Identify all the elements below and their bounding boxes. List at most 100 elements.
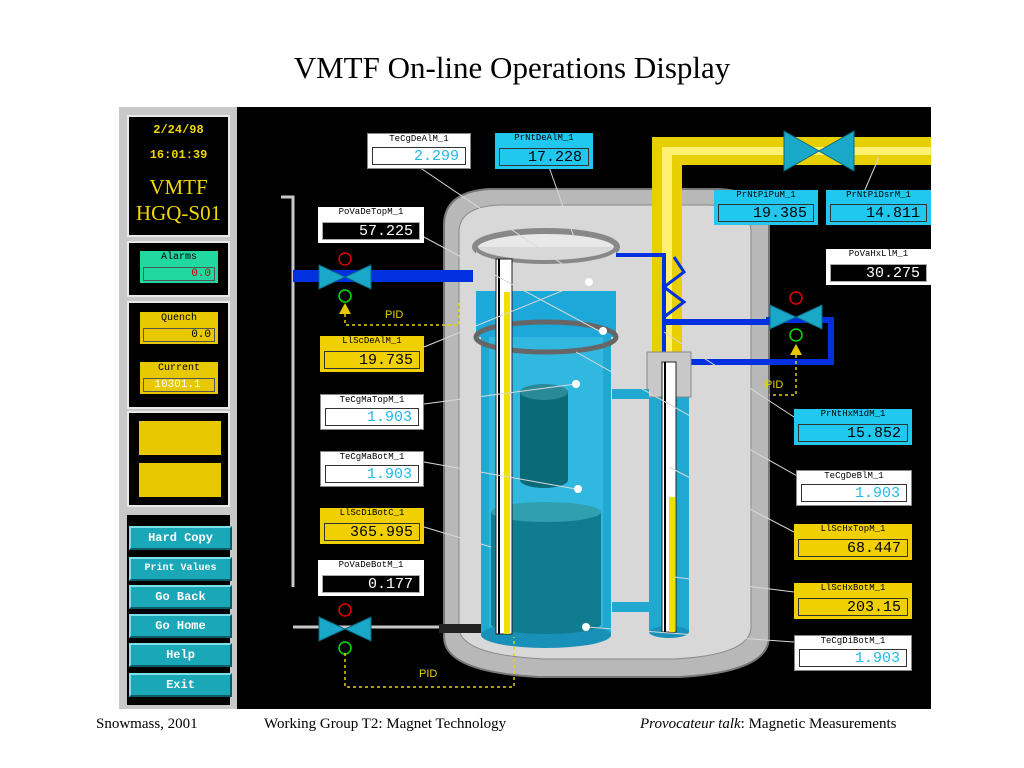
readout-TeCgDeBlM_1[interactable]: TeCgDeBlM_1 1.903	[796, 470, 912, 506]
readout-value: 30.275	[830, 264, 927, 282]
footer-working-group: Working Group T2: Magnet Technology	[264, 716, 507, 732]
readout-TeCgMaTopM_1[interactable]: TeCgMaTopM_1 1.903	[320, 394, 424, 430]
readout-value: 365.995	[324, 523, 420, 541]
magnet-name: HGQ-S01	[135, 201, 222, 225]
pid-label-right: PID	[765, 379, 784, 391]
left-control-panel: 2/24/98 16:01:39 VMTF HGQ-S01 Alarms 0.0…	[119, 107, 237, 709]
current-label: Current	[157, 363, 200, 374]
vent-valve[interactable]	[783, 130, 855, 172]
hard-copy-button[interactable]: Hard Copy	[129, 526, 232, 550]
readout-value: 14.811	[830, 204, 927, 222]
readout-label: TeCgMaBotM_1	[339, 452, 405, 462]
readout-value: 57.225	[322, 222, 420, 240]
hx-coil	[661, 256, 687, 319]
hx-valve[interactable]	[769, 291, 823, 355]
quench-current-block: Quench 0.0 Current 10301.1	[127, 301, 230, 409]
time-display: 16:01:39	[149, 148, 208, 162]
readout-LlScDeAlM_1[interactable]: LlScDeAlM_1 19.735	[320, 336, 424, 372]
readout-label: PoVaHxLlM_1	[848, 249, 909, 259]
readout-value: 68.447	[798, 539, 908, 557]
pid-loop-right	[769, 355, 797, 396]
readout-LlScDiBotC_1[interactable]: LlScDiBotC_1 365.995	[320, 508, 424, 544]
alarms-label: Alarms	[160, 252, 197, 263]
alarms-indicator[interactable]: Alarms 0.0	[139, 250, 219, 284]
readout-value: 1.903	[799, 649, 907, 667]
readout-label: TeCgMaTopM_1	[339, 395, 405, 405]
exit-button[interactable]: Exit	[129, 673, 232, 697]
footer-talk-topic: : Magnetic Measurements	[740, 716, 897, 732]
readout-label: LlScHxBotM_1	[820, 583, 886, 593]
readout-LlScHxBotM_1[interactable]: LlScHxBotM_1 203.15	[794, 583, 912, 619]
footer-talk: Provocateur talk: Magnetic Measurements	[640, 716, 896, 733]
readout-value: 15.852	[798, 424, 908, 442]
slide-title: VMTF On-line Operations Display	[293, 50, 731, 85]
system-name: VMTF	[149, 175, 208, 199]
hx-return-line	[664, 317, 834, 365]
quench-label: Quench	[160, 313, 197, 324]
readout-value: 203.15	[798, 598, 908, 616]
bottom-drain-pipe	[439, 624, 485, 633]
sensor-points	[572, 278, 607, 631]
spare-indicators-block	[127, 411, 230, 507]
readout-label: TeCgDeBlM_1	[824, 471, 884, 481]
readout-PrNtPiDsrM_1[interactable]: PrNtPiDsrM_1 14.811	[826, 190, 931, 225]
readout-PrNtDeAlM_1[interactable]: PrNtDeAlM_1 17.228	[495, 133, 593, 169]
readout-value: 17.228	[499, 148, 589, 166]
readout-value: 19.735	[324, 351, 420, 369]
top-fill-valve[interactable]	[318, 252, 372, 314]
operations-display: 2/24/98 16:01:39 VMTF HGQ-S01 Alarms 0.0…	[119, 107, 931, 709]
quench-indicator[interactable]: Quench 0.0	[139, 311, 219, 345]
spare-indicator-2	[139, 463, 221, 497]
readout-value: 1.903	[325, 465, 419, 483]
readout-label: PoVaDeBotM_1	[338, 560, 404, 570]
readout-label: LlScDiBotC_1	[339, 508, 405, 518]
process-schematic	[281, 130, 931, 688]
bottom-drain-valve[interactable]	[318, 603, 372, 655]
info-block: 2/24/98 16:01:39 VMTF HGQ-S01	[127, 115, 230, 237]
readout-label: PoVaDeTopM_1	[338, 207, 404, 217]
spare-indicator-1	[139, 421, 221, 455]
pid-loop-top	[344, 302, 460, 326]
dewar-level-gauge	[495, 258, 513, 635]
print-values-button[interactable]: Print Values	[129, 557, 232, 581]
sensor-leader-lines	[408, 156, 880, 643]
readout-label: TeCgDiBotM_1	[820, 636, 886, 646]
current-indicator[interactable]: Current 10301.1	[139, 361, 219, 395]
readout-value: 1.903	[801, 484, 907, 502]
readout-TeCgDeAlM_1[interactable]: TeCgDeAlM_1 2.299	[367, 133, 471, 169]
help-button[interactable]: Help	[129, 643, 232, 667]
date-display: 2/24/98	[153, 123, 204, 137]
readout-LlScHxTopM_1[interactable]: LlScHxTopM_1 68.447	[794, 524, 912, 560]
readout-value: 1.903	[325, 408, 419, 426]
quench-value: 0.0	[143, 328, 215, 342]
readout-label: LlScHxTopM_1	[820, 524, 886, 534]
alarms-block: Alarms 0.0	[127, 241, 230, 297]
readout-PoVaDeTopM_1[interactable]: PoVaDeTopM_1 57.225	[318, 207, 424, 243]
readout-TeCgDiBotM_1[interactable]: TeCgDiBotM_1 1.903	[794, 635, 912, 671]
left-return-line	[281, 195, 295, 587]
go-home-button[interactable]: Go Home	[129, 614, 232, 638]
readout-PoVaDeBotM_1[interactable]: PoVaDeBotM_1 0.177	[318, 560, 424, 596]
readout-value: 19.385	[718, 204, 814, 222]
hx-vessel	[612, 351, 692, 638]
readout-label: LlScDeAlM_1	[342, 336, 402, 346]
readout-PrNtPiPuM_1[interactable]: PrNtPiPuM_1 19.385	[714, 190, 818, 225]
readout-PrNtHxMidM_1[interactable]: PrNtHxMidM_1 15.852	[794, 409, 912, 445]
footer-venue: Snowmass, 2001	[96, 716, 198, 732]
pid-loop-bottom	[344, 637, 515, 688]
readout-label: PrNtHxMidM_1	[820, 409, 886, 419]
current-value: 10301.1	[143, 378, 215, 392]
pid-label-top: PID	[385, 309, 404, 321]
readout-label: PrNtPiDsrM_1	[846, 190, 911, 200]
readout-label: PrNtDeAlM_1	[514, 133, 574, 143]
readout-value: 0.177	[322, 575, 420, 593]
readout-label: TeCgDeAlM_1	[389, 134, 449, 144]
readout-label: PrNtPiPuM_1	[736, 190, 796, 200]
go-back-button[interactable]: Go Back	[129, 585, 232, 609]
footer-talk-type: Provocateur talk	[640, 716, 741, 732]
alarms-value: 0.0	[143, 267, 215, 281]
pid-label-bottom: PID	[419, 668, 438, 680]
readout-TeCgMaBotM_1[interactable]: TeCgMaBotM_1 1.903	[320, 451, 424, 487]
readout-value: 2.299	[372, 147, 466, 165]
readout-PoVaHxLlM_1[interactable]: PoVaHxLlM_1 30.275	[826, 249, 931, 285]
